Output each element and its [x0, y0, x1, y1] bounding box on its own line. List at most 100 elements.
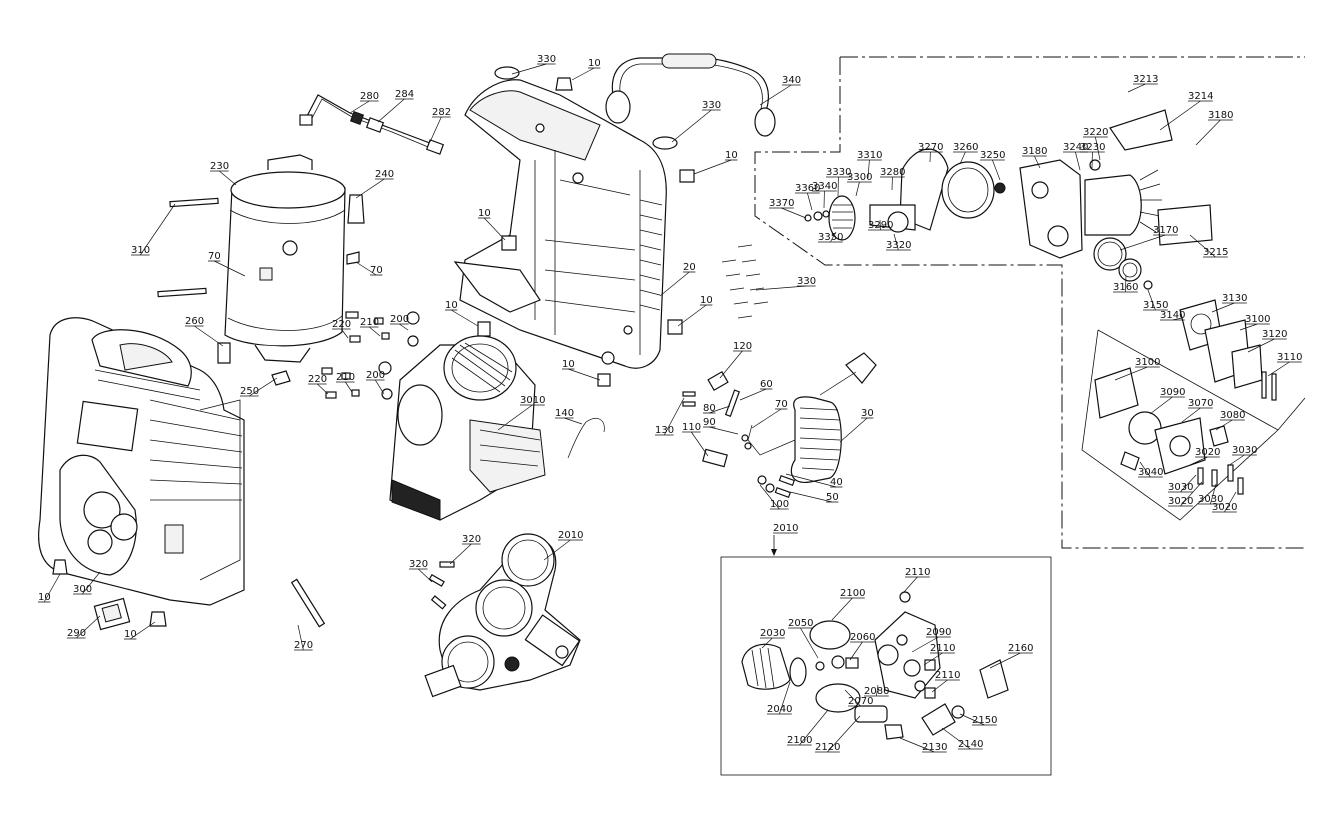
part-label-l40: 40 [830, 477, 843, 488]
leader-line-l10h [130, 621, 156, 640]
leader-line-l3310 [867, 159, 870, 179]
leader-line-l3090 [1149, 396, 1173, 415]
air-tank-230 [224, 154, 360, 363]
part-label-l70c: 70 [775, 399, 788, 410]
part-label-l3213: 3213 [1133, 74, 1158, 85]
part-label-l250: 250 [240, 386, 259, 397]
part-label-l10h: 10 [124, 629, 137, 640]
leader-line-l3360 [807, 192, 813, 211]
part-label-l2100b: 2100 [787, 735, 812, 746]
part-label-l284: 284 [395, 89, 414, 100]
part-label-l2040: 2040 [767, 704, 792, 715]
part-label-l240: 240 [375, 169, 394, 180]
leader-line-l110 [691, 431, 709, 457]
part-label-l3010: 3010 [520, 395, 545, 406]
leader-line-l3030b [1180, 474, 1197, 493]
leader-line-l10c [483, 217, 506, 241]
part-label-l290: 290 [67, 628, 86, 639]
part-label-l3180a: 3180 [1208, 110, 1233, 121]
leader-line-l210b [345, 381, 353, 393]
leader-line-l220b [317, 383, 329, 395]
part-label-l3030c: 3030 [1198, 494, 1223, 505]
part-label-l3090: 3090 [1160, 387, 1185, 398]
leader-line-l70a [214, 260, 246, 277]
leader-line-l270 [297, 624, 304, 651]
part-label-l3360: 3360 [795, 183, 820, 194]
part-label-l3080: 3080 [1220, 410, 1245, 421]
part-label-l120: 120 [733, 341, 752, 352]
leader-line-l2150 [959, 713, 985, 726]
part-label-l3030a: 3030 [1232, 445, 1257, 456]
part-label-l3100a: 3100 [1245, 314, 1270, 325]
part-label-l20: 20 [683, 262, 696, 273]
part-label-l3020b: 3020 [1168, 496, 1193, 507]
leader-line-l140 [564, 417, 583, 425]
part-label-l2110b: 2110 [930, 643, 955, 654]
leader-line-l284 [377, 98, 405, 123]
part-label-l3100b: 3100 [1135, 357, 1160, 368]
switch-parts-60-130 [682, 370, 796, 498]
leader-line-l2110b [923, 652, 943, 666]
leader-line-l340 [759, 84, 792, 106]
part-label-l2130: 2130 [922, 742, 947, 753]
part-label-l3350: 3350 [818, 232, 843, 243]
valve-block-box [720, 556, 1052, 776]
front-housing-300 [38, 317, 245, 606]
part-label-l10c: 10 [478, 208, 491, 219]
leader-line-l3100b [1114, 366, 1148, 381]
leader-line-l200b [375, 379, 385, 395]
leader-line-l10a [571, 67, 595, 81]
part-label-l10e: 10 [700, 295, 713, 306]
leader-line-l3030c [1210, 483, 1217, 505]
leader-line-l90 [709, 426, 739, 435]
part-label-l3230: 3230 [1080, 142, 1105, 153]
leader-line-l3030a [1227, 454, 1245, 467]
pump-head-2010 [424, 533, 581, 698]
part-label-l60: 60 [760, 379, 773, 390]
leader-line-l2100b [799, 709, 829, 746]
leader-line-l320b [418, 568, 433, 583]
leader-line-l80 [709, 405, 731, 414]
leader-line-l2110a [903, 576, 918, 593]
leader-line-l3213 [1127, 83, 1146, 93]
part-label-l3040: 3040 [1138, 467, 1163, 478]
leader-line-l2030 [761, 637, 773, 649]
leader-line-l282 [429, 116, 442, 143]
leader-line-l3170 [1119, 234, 1166, 251]
leader-line-l3070 [1181, 407, 1201, 423]
part-label-l3370: 3370 [769, 198, 794, 209]
leader-line-l3100a [1239, 323, 1258, 331]
part-label-l210a: 210 [360, 317, 379, 328]
leader-line-l40 [785, 473, 837, 488]
leader-line-l2070 [844, 689, 861, 707]
leader-line-l310 [140, 203, 176, 256]
leader-line-l30 [839, 417, 868, 443]
part-label-l230: 230 [210, 161, 229, 172]
part-label-l2030: 2030 [760, 628, 785, 639]
leader-line-l3220 [1095, 136, 1101, 161]
part-label-l2050: 2050 [788, 618, 813, 629]
air-pipe-280 [299, 94, 445, 155]
leader-line-l3320 [893, 233, 899, 251]
leader-line-l3020a [1189, 456, 1208, 466]
leader-line-l2050 [800, 627, 819, 659]
leader-line-l290 [76, 615, 101, 639]
part-label-l2110a: 2110 [905, 567, 930, 578]
part-label-l300: 300 [73, 584, 92, 595]
part-label-l10b: 10 [725, 150, 738, 161]
part-label-l2070: 2070 [848, 696, 873, 707]
leader-line-l3240 [1075, 151, 1081, 171]
part-label-l3220: 3220 [1083, 127, 1108, 138]
leader-line-l70b [355, 261, 377, 276]
part-label-l130: 130 [655, 425, 674, 436]
leader-line-l3130 [1211, 302, 1235, 313]
pump-drive-assembly [804, 109, 1213, 290]
part-label-l2150: 2150 [972, 715, 997, 726]
part-label-l3310: 3310 [857, 150, 882, 161]
part-label-l3120: 3120 [1262, 329, 1287, 340]
leader-line-l210a [369, 326, 381, 337]
part-label-l280: 280 [360, 91, 379, 102]
leader-line-l2010a [543, 539, 571, 561]
leader-line-l240 [355, 178, 385, 199]
leader-line-l220a [341, 328, 349, 339]
